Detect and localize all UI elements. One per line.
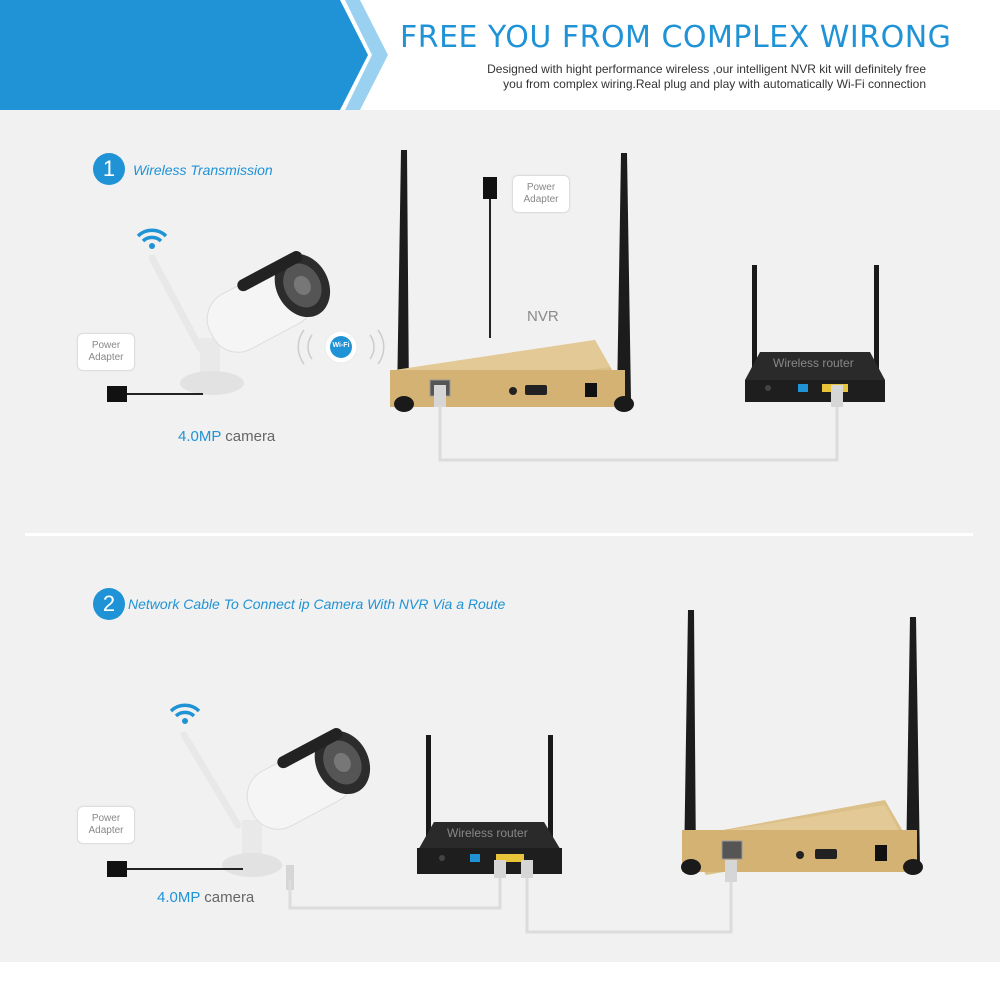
step-2-number: 2 xyxy=(93,588,125,620)
header-banner: FREE YOU FROM COMPLEX WIRONG Designed wi… xyxy=(0,0,1000,110)
section-divider xyxy=(25,533,973,536)
nvr-power-cable xyxy=(483,177,497,338)
page-title: FREE YOU FROM COMPLEX WIRONG xyxy=(400,20,952,55)
camera-2-label: 4.0MP camera xyxy=(157,889,254,906)
camera-2-power-line2: Adapter xyxy=(88,825,124,836)
wifi-badge-label: Wi-Fi xyxy=(332,342,350,349)
power-label-line1: Power xyxy=(91,340,121,351)
nvr-power-label-line2: Adapter xyxy=(523,194,559,205)
nvr-device-1 xyxy=(390,150,634,412)
nvr-power-label-line1: Power xyxy=(526,182,556,193)
router-1-label: Wireless router xyxy=(773,356,854,370)
camera-2-type: camera xyxy=(200,889,255,906)
camera-2-power-line1: Power xyxy=(91,813,121,824)
camera-2-power-adapter-label: Power Adapter xyxy=(77,806,135,844)
wifi-signal-icon xyxy=(136,228,168,249)
wifi-signal-icon-2 xyxy=(169,703,201,724)
camera-1-power-plug xyxy=(107,386,203,402)
camera-2-power-plug xyxy=(107,861,243,877)
bottom-strip xyxy=(0,962,1000,998)
subtitle-line-1: Designed with hight performance wireless… xyxy=(487,62,926,76)
nvr-power-adapter-label: Power Adapter xyxy=(512,175,570,213)
wifi-broadcast-icon xyxy=(297,329,385,365)
header-decoration xyxy=(0,0,388,110)
step-1-title: Wireless Transmission xyxy=(133,162,273,178)
camera-1-power-adapter-label: Power Adapter xyxy=(77,333,135,371)
nvr-device-2 xyxy=(681,610,923,875)
router-2-label: Wireless router xyxy=(447,826,528,840)
camera-1-resolution: 4.0MP xyxy=(178,428,222,445)
power-label-line2: Adapter xyxy=(88,352,124,363)
ip-camera-1 xyxy=(136,228,331,395)
camera-2-resolution: 4.0MP xyxy=(157,889,201,906)
network-cable-1 xyxy=(434,385,843,462)
network-cable-2 xyxy=(288,860,737,934)
step-1-number: 1 xyxy=(93,153,125,185)
nvr-label: NVR xyxy=(527,308,559,325)
camera-1-type: camera xyxy=(221,428,276,445)
subtitle-line-2: you from complex wiring.Real plug and pl… xyxy=(503,77,926,91)
ip-camera-2 xyxy=(169,703,371,890)
camera-1-label: 4.0MP camera xyxy=(178,428,275,445)
wireless-router-2 xyxy=(417,735,562,874)
step-2-title: Network Cable To Connect ip Camera With … xyxy=(128,596,506,612)
